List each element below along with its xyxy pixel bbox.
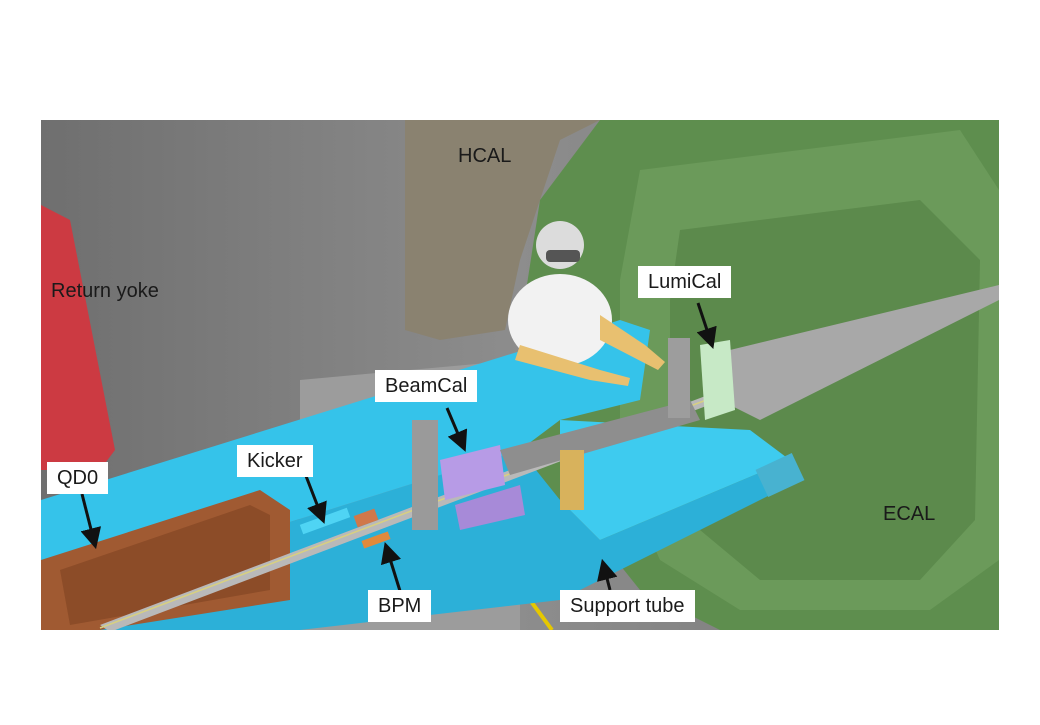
qd0-magnet-inner bbox=[60, 505, 270, 625]
support-tube-label: Support tube bbox=[560, 590, 695, 622]
support-tube-inner bbox=[560, 420, 790, 540]
kicker-label: Kicker bbox=[237, 445, 313, 477]
lumical-label: LumiCal bbox=[638, 266, 732, 298]
kicker-arrow bbox=[304, 475, 327, 524]
forward-cone bbox=[720, 285, 999, 420]
beamcal-flange bbox=[412, 420, 438, 530]
bpm-arrow bbox=[380, 541, 402, 592]
qd0-label: QD0 bbox=[47, 462, 109, 494]
qd0-arrow bbox=[80, 493, 102, 550]
return-yoke-label: Return yoke bbox=[51, 280, 159, 302]
lumical-flange bbox=[668, 338, 690, 418]
beamcal-block-lower bbox=[455, 485, 525, 530]
lumical-block bbox=[700, 340, 735, 420]
mechanical-assembly bbox=[500, 400, 700, 475]
hcal-section bbox=[405, 120, 600, 340]
beamcal-label: BeamCal bbox=[375, 370, 478, 402]
ecal-label: ECAL bbox=[883, 503, 936, 525]
bpm-part bbox=[361, 531, 391, 549]
beamcal-block bbox=[440, 445, 505, 500]
yellow-strip bbox=[528, 598, 554, 630]
beamcal-arrow bbox=[445, 407, 468, 452]
bpm-label: BPM bbox=[368, 590, 432, 622]
hcal-label: HCAL bbox=[458, 145, 512, 167]
human-figure bbox=[508, 221, 665, 510]
bracket bbox=[755, 452, 805, 498]
lumical-arrow bbox=[696, 302, 717, 349]
bpm-block bbox=[353, 508, 379, 528]
return-yoke bbox=[41, 205, 115, 470]
support-tube-arrow bbox=[597, 558, 618, 591]
